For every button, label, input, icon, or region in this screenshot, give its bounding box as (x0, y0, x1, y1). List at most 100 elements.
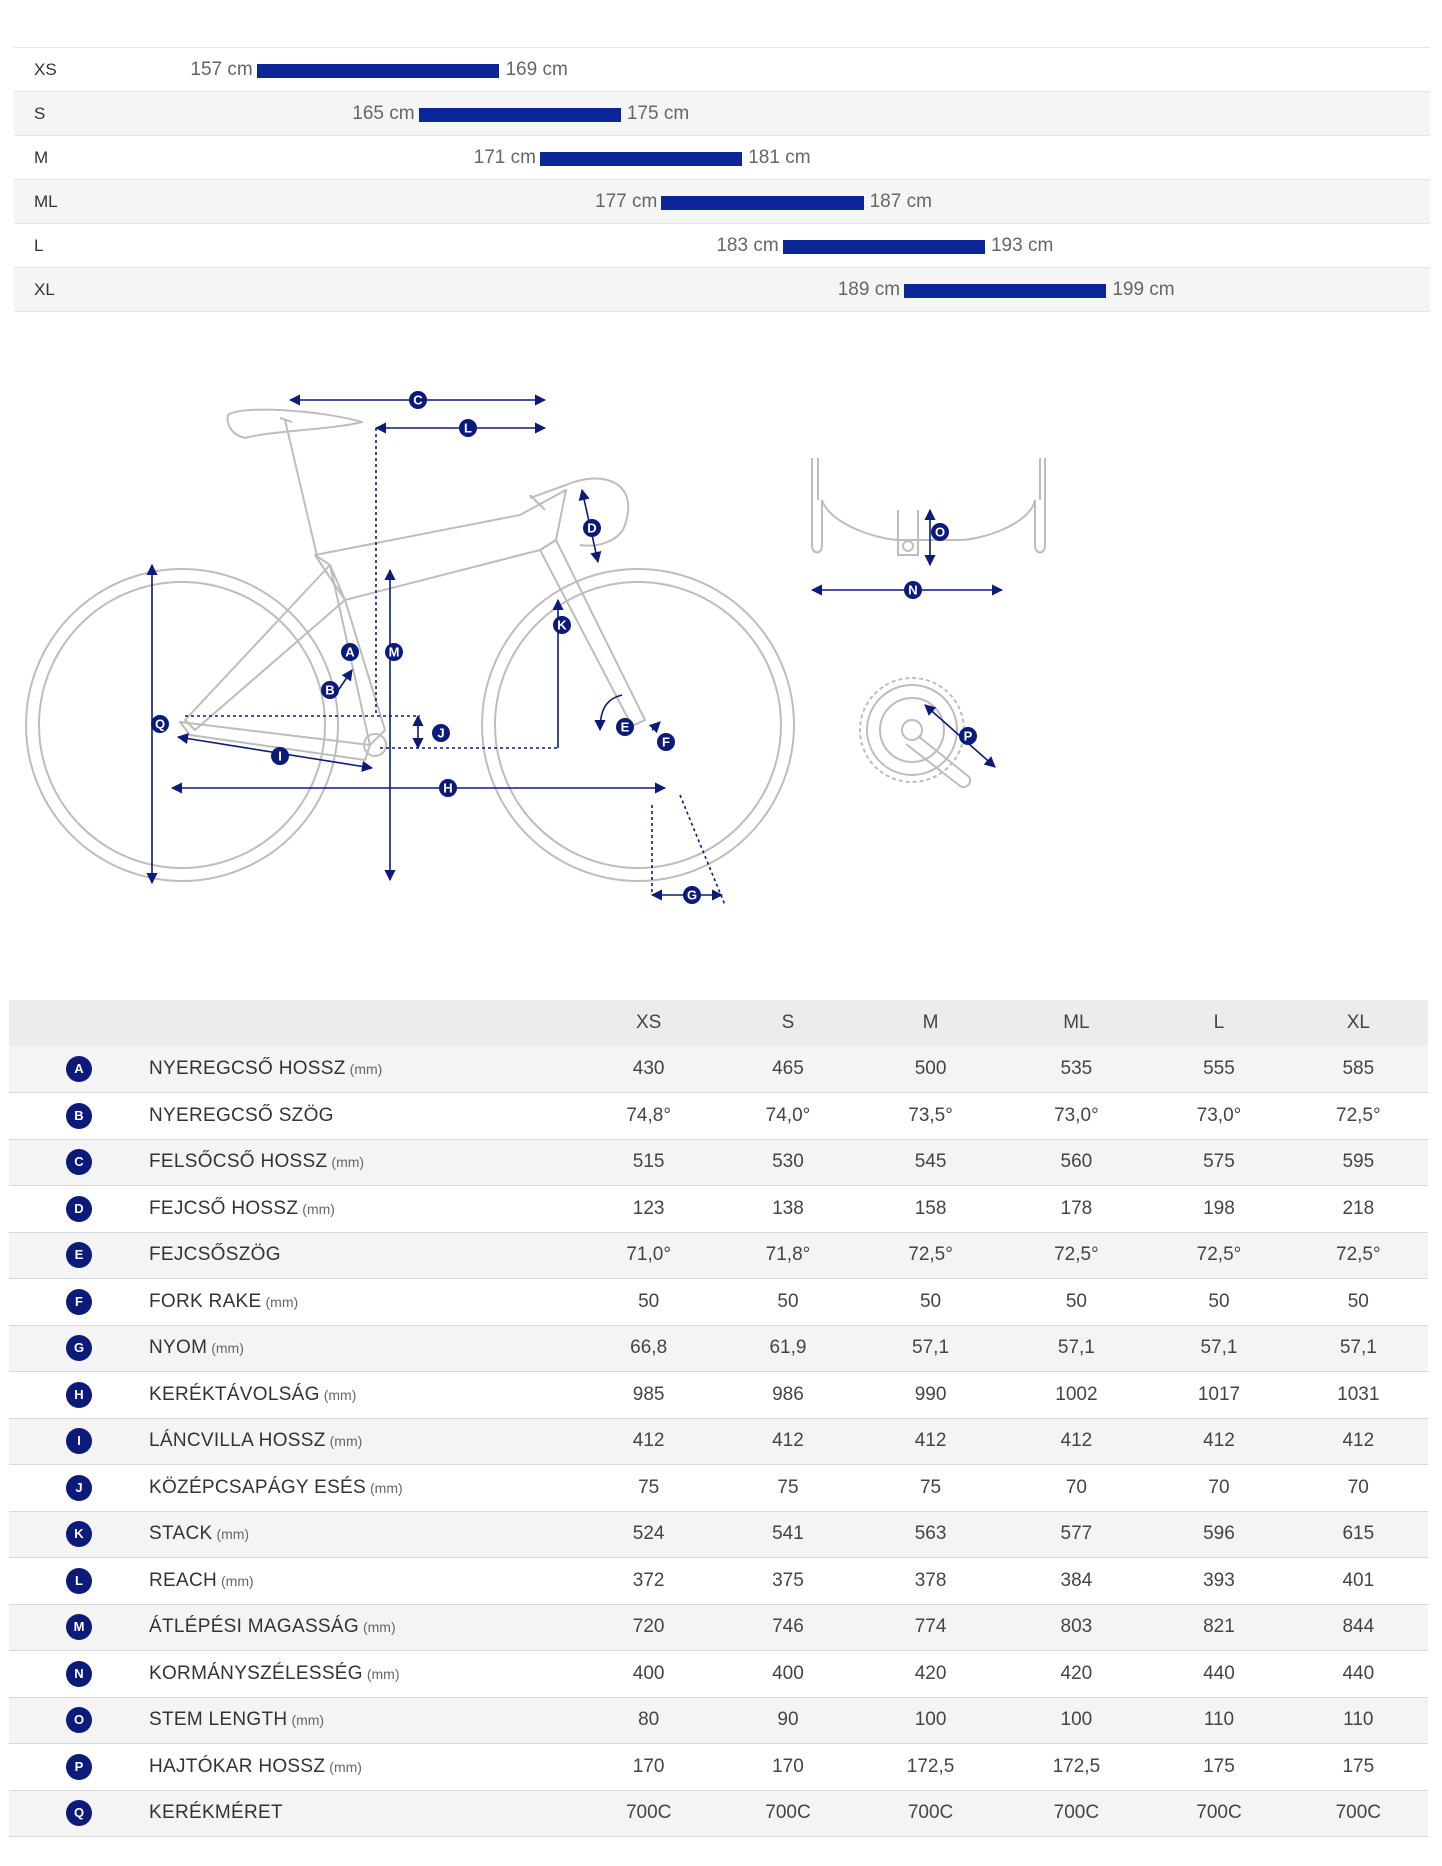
value-cell: 50 (1347, 1290, 1369, 1312)
value-cell: 803 (1060, 1616, 1093, 1638)
value-cell: 585 (1342, 1058, 1375, 1079)
value-cell: 400 (772, 1662, 804, 1684)
value-cell: 75 (777, 1476, 799, 1498)
value-cell: 595 (1342, 1151, 1375, 1173)
svg-text:B: B (325, 683, 334, 698)
row-badge-cell: H (9, 1372, 149, 1419)
measurement-unit: (mm) (302, 1200, 335, 1217)
measurement-badge: L (66, 1567, 92, 1594)
value-cell: 75 (919, 1476, 942, 1498)
value-cell: 175 (1203, 1755, 1235, 1777)
measurement-name: FEJCSŐ HOSSZ (149, 1197, 299, 1219)
measurement-badge: F (66, 1288, 92, 1315)
value-cell: 985 (632, 1383, 665, 1405)
value-cell: 158 (914, 1197, 947, 1219)
header-size-xl: XL (1346, 1012, 1370, 1033)
value-cell: 72,5° (1336, 1244, 1381, 1266)
max-height-label: 199 cm (1112, 279, 1175, 300)
value-cell: 700C (625, 1802, 672, 1824)
measurement-name-cell: KERÉKMÉRET (149, 1790, 579, 1837)
value-cell: 720 (632, 1616, 665, 1638)
diagram-badge-b: B (321, 681, 339, 699)
measurement-name-cell: LÁNCVILLA HOSSZ(mm) (149, 1418, 579, 1465)
svg-text:O: O (935, 525, 945, 540)
value-cell: 465 (772, 1058, 804, 1079)
measurement-name-cell: STACK(mm) (149, 1511, 579, 1558)
header-blank (9, 1000, 149, 1046)
header-size-l: L (1213, 1012, 1225, 1033)
value-cell: 1017 (1197, 1383, 1241, 1405)
row-badge-cell: G (9, 1325, 149, 1372)
value-cell: 412 (772, 1430, 804, 1452)
value-cell: 372 (632, 1569, 665, 1591)
diagram-badge-o: O (931, 523, 949, 541)
value-cell: 170 (632, 1755, 665, 1777)
measurement-name: NYEREGCSŐ HOSSZ (149, 1058, 346, 1079)
measurement-name-cell: ÁTLÉPÉSI MAGASSÁG(mm) (149, 1604, 579, 1651)
value-cell: 700C (1053, 1802, 1100, 1824)
value-cell: 401 (1342, 1569, 1375, 1591)
max-height-label: 193 cm (990, 235, 1054, 256)
value-cell: 378 (914, 1569, 947, 1591)
value-cell: 172,5 (1052, 1755, 1101, 1777)
value-cell: 198 (1203, 1197, 1235, 1219)
measurement-name-cell: NYEREGCSŐ HOSSZ(mm) (149, 1046, 579, 1093)
value-cell: 50 (919, 1290, 942, 1312)
value-cell: 170 (772, 1755, 804, 1777)
value-cell: 71,0° (626, 1244, 671, 1266)
value-cell: 400 (632, 1662, 665, 1684)
measurement-unit: (mm) (221, 1572, 254, 1589)
height-range-bar (539, 152, 743, 166)
value-cell: 412 (1342, 1430, 1375, 1452)
row-badge-cell: E (9, 1232, 149, 1279)
value-cell: 412 (914, 1430, 947, 1452)
svg-text:N: N (908, 583, 917, 598)
size-label: XL (34, 280, 55, 299)
measurement-name-cell: STEM LENGTH(mm) (149, 1697, 579, 1744)
value-cell: 412 (632, 1430, 665, 1452)
value-cell: 175 (1342, 1755, 1375, 1777)
value-cell: 70 (1208, 1476, 1230, 1498)
row-badge-cell: C (9, 1139, 149, 1186)
value-cell: 70 (1347, 1476, 1369, 1498)
diagram-badge-d: D (583, 519, 601, 537)
size-label: S (34, 104, 46, 123)
value-cell: 420 (914, 1662, 947, 1684)
measurement-name: STACK (149, 1523, 213, 1545)
diagram-badge-m: M (385, 643, 403, 661)
header-size-m: M (922, 1012, 939, 1033)
svg-text:C: C (413, 393, 423, 408)
measurement-name: ÁTLÉPÉSI MAGASSÁG (149, 1616, 359, 1638)
value-cell: 774 (914, 1616, 947, 1638)
value-cell: 412 (1060, 1430, 1093, 1452)
svg-text:J: J (437, 726, 444, 741)
measurement-unit: (mm) (323, 1386, 357, 1403)
value-cell: 57,1 (1339, 1337, 1377, 1359)
height-range-bar (904, 284, 1107, 298)
rear-wheel (25, 568, 339, 882)
measurement-name: KERÉKTÁVOLSÁG (149, 1383, 320, 1405)
value-cell: 66,8 (630, 1337, 668, 1359)
svg-text:A: A (345, 645, 355, 660)
value-cell: 71,8° (765, 1244, 811, 1266)
measurement-name: FELSŐCSŐ HOSSZ (149, 1151, 328, 1173)
value-cell: 440 (1342, 1662, 1375, 1684)
measurement-name: REACH (149, 1569, 218, 1591)
header-blank (149, 1000, 579, 1046)
measurement-name: LÁNCVILLA HOSSZ (149, 1430, 326, 1452)
height-range-bar (782, 240, 985, 254)
value-cell: 555 (1203, 1058, 1235, 1079)
measurement-badge: B (66, 1102, 92, 1129)
value-cell: 560 (1060, 1151, 1093, 1173)
value-cell: 100 (1060, 1709, 1093, 1731)
